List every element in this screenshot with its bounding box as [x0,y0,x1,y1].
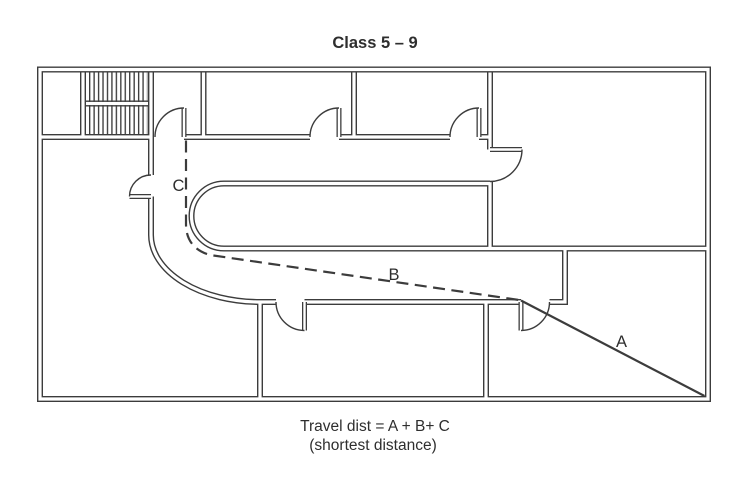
walls [37,66,711,402]
caption-formula: Travel dist = A + B+ C [300,418,450,435]
door-swing-arcs [128,107,551,332]
travel-route: C B A [173,140,706,397]
door-leaf-cores [129,108,523,331]
stair-treads-lower [88,105,148,134]
door-leaves [129,108,524,331]
route-label-a: A [616,333,627,351]
route-segment-c-b [184,140,520,302]
caption-note: (shortest distance) [309,437,437,454]
route-segment-a [520,299,706,397]
route-label-b: B [388,266,399,284]
route-label-c: C [173,177,185,195]
caption: Travel dist = A + B+ C (shortest distanc… [300,418,450,454]
staircase [88,72,148,134]
wall-cores [38,67,710,401]
diagram-title: Class 5 – 9 [332,34,417,52]
doors [128,107,551,332]
stair-treads-upper [88,72,148,102]
